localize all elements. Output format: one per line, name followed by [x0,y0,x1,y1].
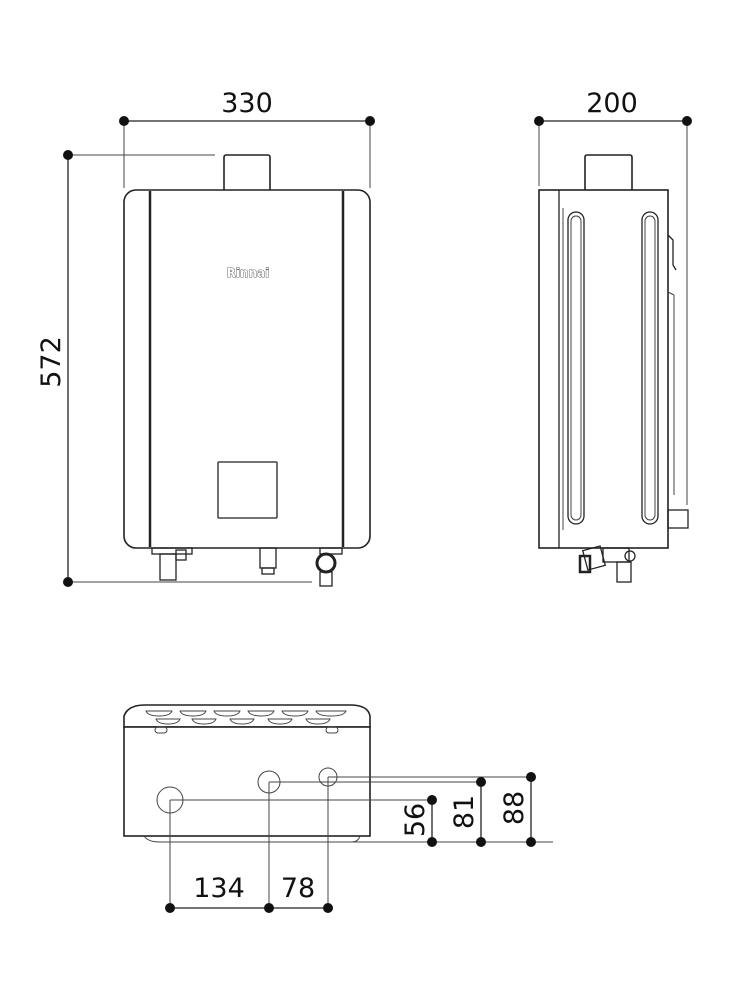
width-label: 330 [221,88,273,119]
depth-label: 200 [586,88,638,119]
side-view: 200 [534,88,692,583]
offset-78-label: 78 [281,873,315,904]
dimension-dot [534,116,544,126]
display-window [217,461,278,519]
bottom-view: 56 81 88 134 78 [123,704,553,913]
heater-body-front [123,189,371,549]
height-label: 572 [36,336,67,388]
offset-134-label: 134 [193,873,245,904]
dimension-dot [365,116,375,126]
side-pipe-fittings [578,545,636,583]
dimension-dot [682,116,692,126]
dimension-dot [119,116,129,126]
vent-slots [145,710,347,725]
offset-81-label: 81 [449,795,480,829]
front-view: 330 572 Rinnai [36,88,375,587]
dimension-dot [63,577,73,587]
dimension-dot [63,150,73,160]
flue-outlet [223,154,271,192]
offset-56-label: 56 [400,803,431,837]
brand-logo: Rinnai [227,266,270,280]
offset-88-label: 88 [499,791,530,825]
pipe-fittings [151,547,343,587]
